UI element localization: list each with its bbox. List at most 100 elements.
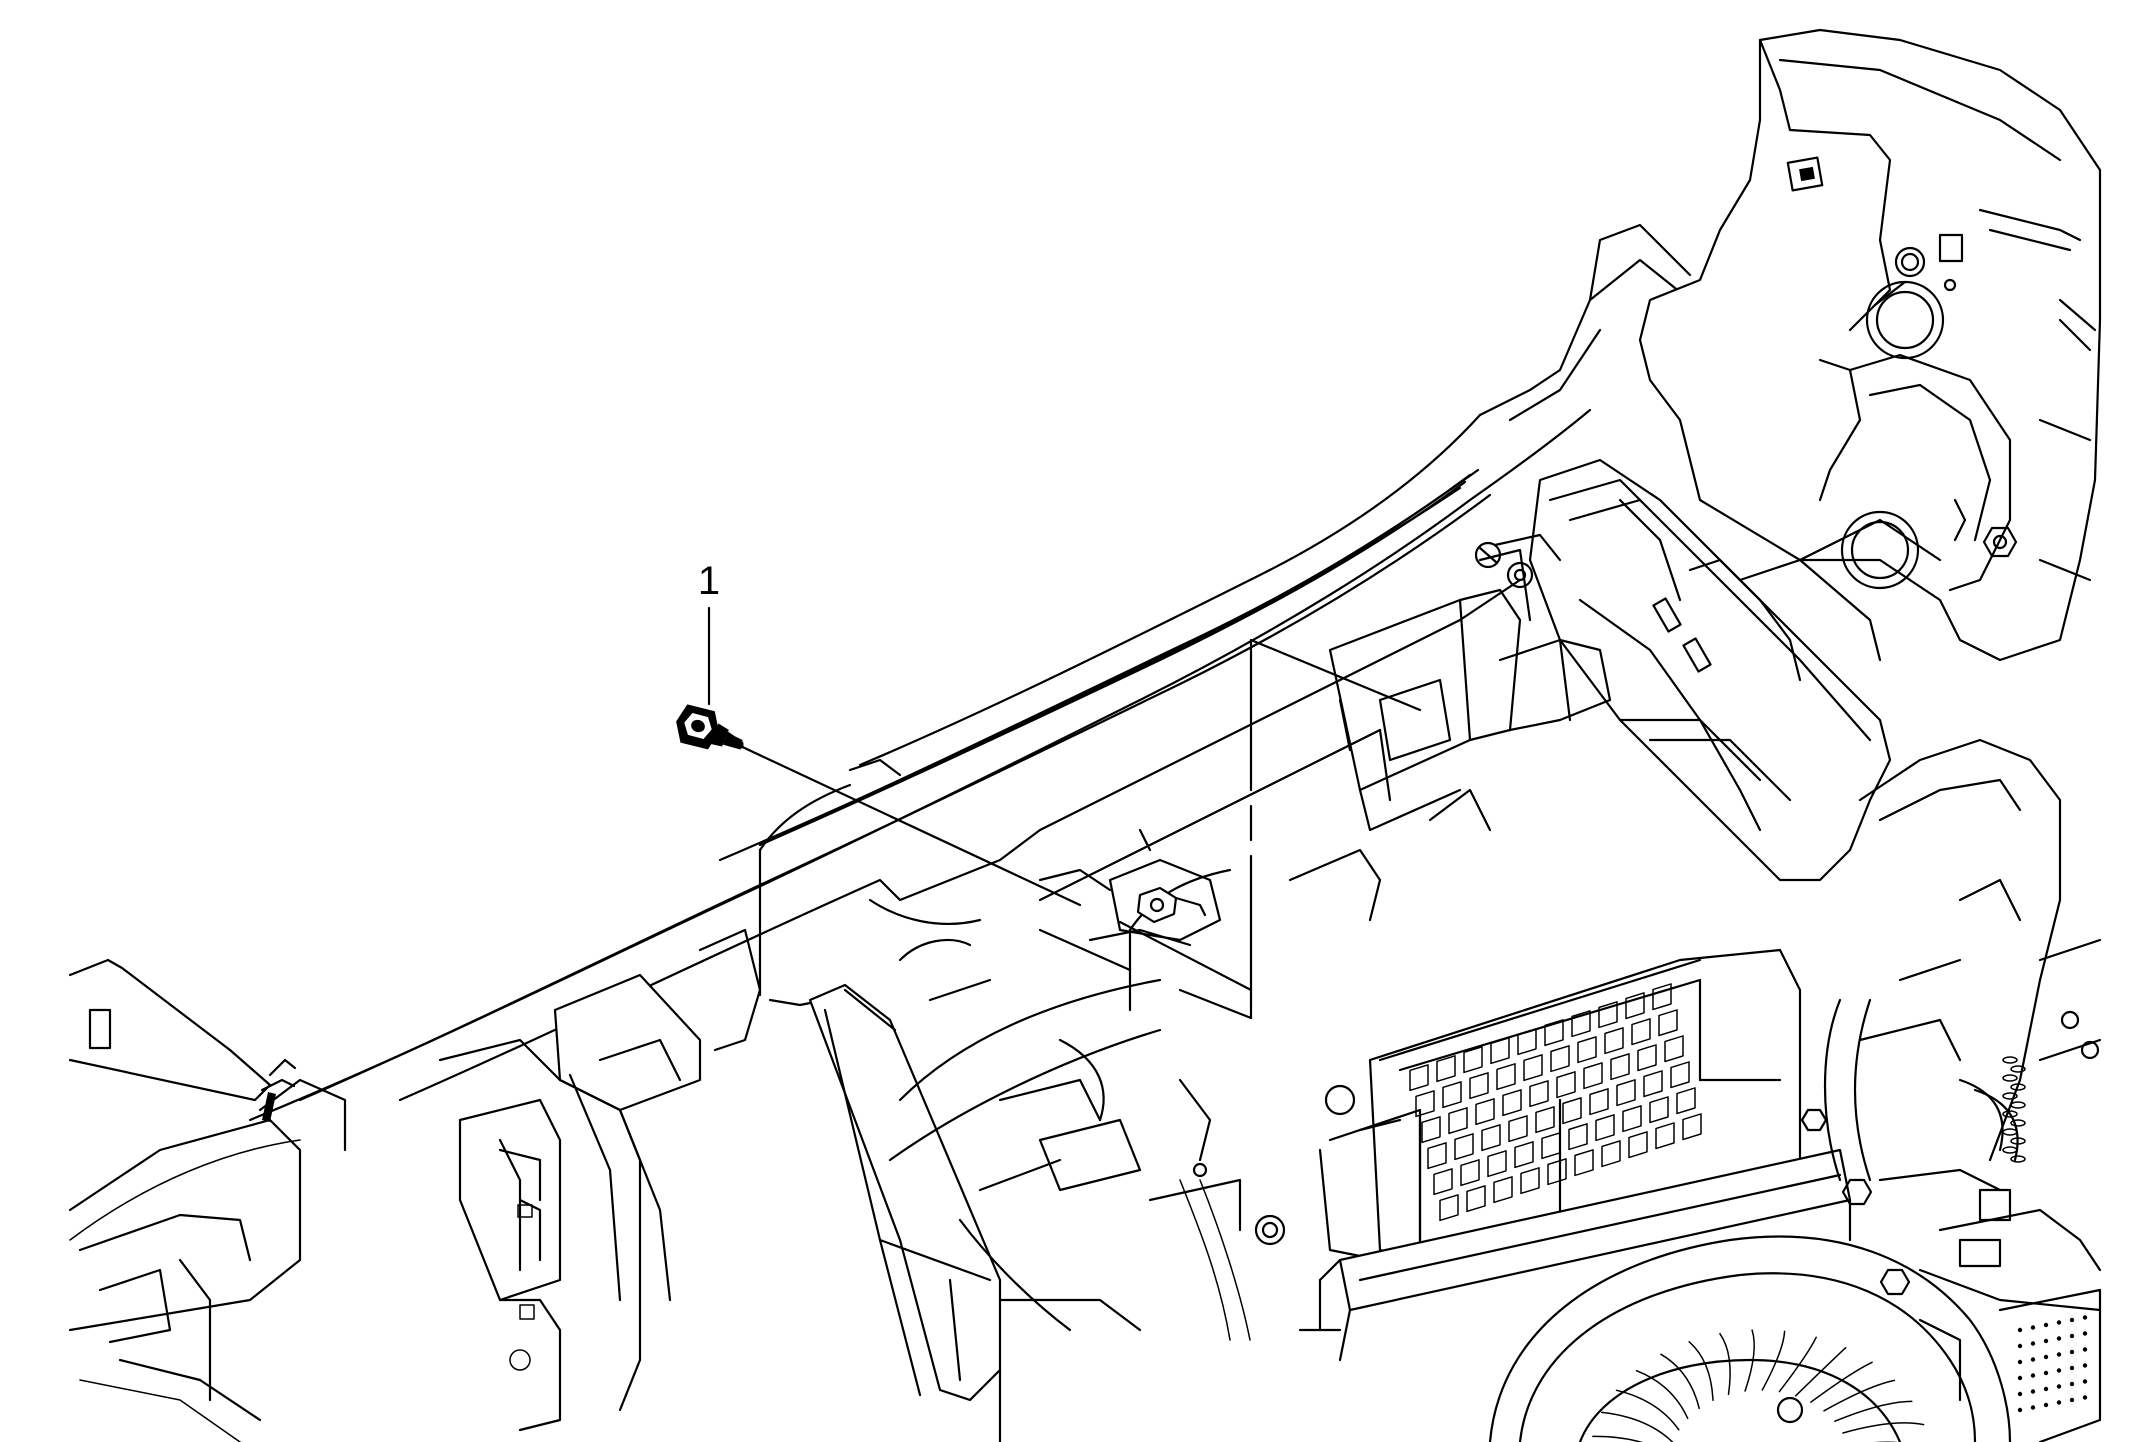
plate-hole <box>2043 1354 2049 1360</box>
plate-hole <box>2082 1331 2088 1336</box>
connector-cell <box>1466 1185 1486 1213</box>
blower-fin <box>1615 1389 1680 1431</box>
connector-cell <box>1682 1113 1702 1141</box>
connector-cell <box>1649 1096 1669 1124</box>
connector-cell <box>1622 1105 1642 1133</box>
plate-hole <box>2043 1386 2049 1392</box>
plate-hole <box>2017 1359 2023 1365</box>
plate-hole <box>2043 1322 2049 1328</box>
connector-cell <box>1436 1055 1456 1083</box>
blower-fin <box>1660 1353 1700 1410</box>
connector-cell <box>1496 1063 1516 1091</box>
connector-cell <box>1556 1071 1576 1099</box>
connector-cell <box>1481 1124 1501 1152</box>
plate-hole <box>2030 1373 2036 1378</box>
plate-hole <box>2030 1325 2036 1330</box>
plate-hole <box>2069 1333 2075 1339</box>
coil-turn <box>2010 1155 2026 1163</box>
plate-hole <box>2030 1341 2036 1346</box>
harness-coil <box>2002 1056 2026 1163</box>
blower-fin <box>1601 1411 1674 1442</box>
plate-hole <box>2030 1357 2036 1362</box>
plate-hole <box>2043 1370 2049 1376</box>
steering-column-support <box>888 978 1286 1341</box>
connector-cell <box>1502 1089 1522 1117</box>
left-lower-panel <box>68 958 347 1442</box>
right-lower-structure <box>1800 738 2102 1442</box>
blower-fin <box>1794 1346 1847 1397</box>
coil-turn <box>2010 1083 2026 1091</box>
blower-fin <box>1810 1361 1873 1403</box>
perforated-plate <box>2017 1315 2088 1413</box>
upper-dash-beam <box>248 223 1692 1122</box>
plate-hole <box>2069 1349 2075 1355</box>
blower-fin <box>1635 1369 1689 1420</box>
blower-fin <box>1842 1422 1925 1434</box>
plate-hole <box>2030 1405 2036 1410</box>
connector-cell <box>1562 1097 1582 1125</box>
left-clip <box>260 1078 296 1122</box>
connector-cell <box>1595 1114 1615 1142</box>
plate-hole <box>2069 1317 2075 1323</box>
connector-cell <box>1571 1010 1591 1038</box>
blower-fin <box>1834 1400 1913 1422</box>
connector-cell <box>1658 1009 1678 1037</box>
connector-cell <box>1601 1140 1621 1168</box>
blower-fin <box>1592 1435 1643 1442</box>
connector-cell <box>1550 1045 1570 1073</box>
connector-cell <box>1541 1132 1561 1160</box>
connector-cell <box>1652 983 1672 1011</box>
connector-cell <box>1442 1081 1462 1109</box>
connector-grid <box>1409 983 1702 1222</box>
connector-cell <box>1655 1122 1675 1150</box>
plate-hole <box>2017 1343 2023 1349</box>
center-fastener <box>1088 858 1222 947</box>
connector-cell <box>1610 1053 1630 1081</box>
right-diagonal-bracket <box>1493 458 1942 882</box>
connector-cell <box>1637 1044 1657 1072</box>
plate-hole <box>2056 1368 2062 1373</box>
connector-cell <box>1508 1115 1528 1143</box>
connector-cell <box>1568 1123 1588 1151</box>
connector-cell <box>1460 1159 1480 1187</box>
coil-turn <box>2002 1128 2018 1136</box>
plate-hole <box>2082 1347 2088 1352</box>
connector-cell <box>1631 1018 1651 1046</box>
plate-hole <box>2030 1389 2036 1394</box>
plate-hole <box>2069 1365 2075 1371</box>
upper-right-panel <box>1638 28 2102 662</box>
connector-cell <box>1421 1116 1441 1144</box>
exploded-leader-lines <box>734 638 1422 1020</box>
blower-fin <box>1823 1379 1896 1412</box>
plate-hole <box>2056 1352 2062 1357</box>
callout-number: 1 <box>698 559 720 603</box>
connector-cell <box>1676 1087 1696 1115</box>
connector-cell <box>1544 1019 1564 1047</box>
connector-cell <box>1469 1072 1489 1100</box>
coil-turn <box>2002 1056 2018 1064</box>
connector-cell <box>1439 1194 1459 1222</box>
callout-1: 1 <box>698 559 720 706</box>
connector-cell <box>1547 1158 1567 1186</box>
connector-cell <box>1535 1106 1555 1134</box>
plate-hole <box>2056 1320 2062 1325</box>
coil-turn <box>2010 1101 2026 1109</box>
connector-cell <box>1577 1036 1597 1064</box>
blower-fin <box>1778 1336 1817 1393</box>
coil-turn <box>2002 1110 2018 1118</box>
left-brackets <box>438 928 762 1432</box>
coil-turn <box>2010 1065 2026 1073</box>
connector-cell <box>1616 1079 1636 1107</box>
connector-cell <box>1583 1062 1603 1090</box>
connector-cell <box>1523 1054 1543 1082</box>
connector-cell <box>1643 1070 1663 1098</box>
connector-cell <box>1589 1088 1609 1116</box>
plate-hole <box>2056 1336 2062 1341</box>
plate-hole <box>2017 1407 2023 1413</box>
plate-hole <box>2017 1327 2023 1333</box>
coil-turn <box>2002 1074 2018 1082</box>
connector-cell <box>1574 1149 1594 1177</box>
blower-fin <box>1719 1332 1731 1396</box>
blower-fin <box>1761 1330 1786 1391</box>
